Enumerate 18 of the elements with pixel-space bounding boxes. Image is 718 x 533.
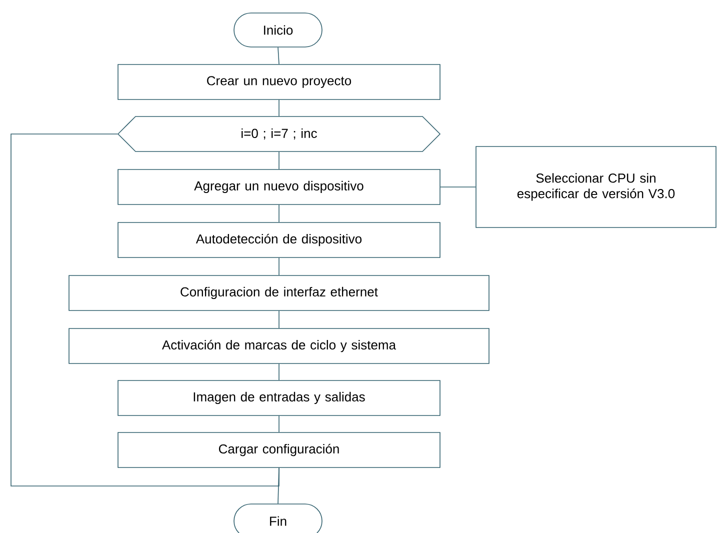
connector-line bbox=[278, 416, 280, 432]
process-box: Imagen de entradas y salidas bbox=[118, 380, 440, 416]
connector-line bbox=[278, 100, 280, 116]
connector-line bbox=[278, 47, 280, 64]
note-box: Seleccionar CPU sin especificar de versión V3.0 bbox=[476, 146, 716, 228]
process-box: Configuracion de interfaz ethernet bbox=[68, 275, 490, 311]
process-box: Autodetección de dispositivo bbox=[118, 222, 440, 258]
connector-line bbox=[278, 310, 280, 328]
connector-line bbox=[10, 134, 280, 486]
connector-line bbox=[278, 151, 280, 170]
connector-line bbox=[278, 204, 280, 222]
process-box: Crear un nuevo proyecto bbox=[118, 64, 440, 100]
connector-line bbox=[440, 186, 476, 188]
connector-line bbox=[278, 363, 280, 380]
process-box: Activación de marcas de ciclo y sistema bbox=[68, 328, 490, 364]
process-box: Agregar un nuevo dispositivo bbox=[118, 169, 440, 205]
process-box: Cargar configuración bbox=[118, 432, 440, 468]
connector-line bbox=[278, 258, 280, 276]
